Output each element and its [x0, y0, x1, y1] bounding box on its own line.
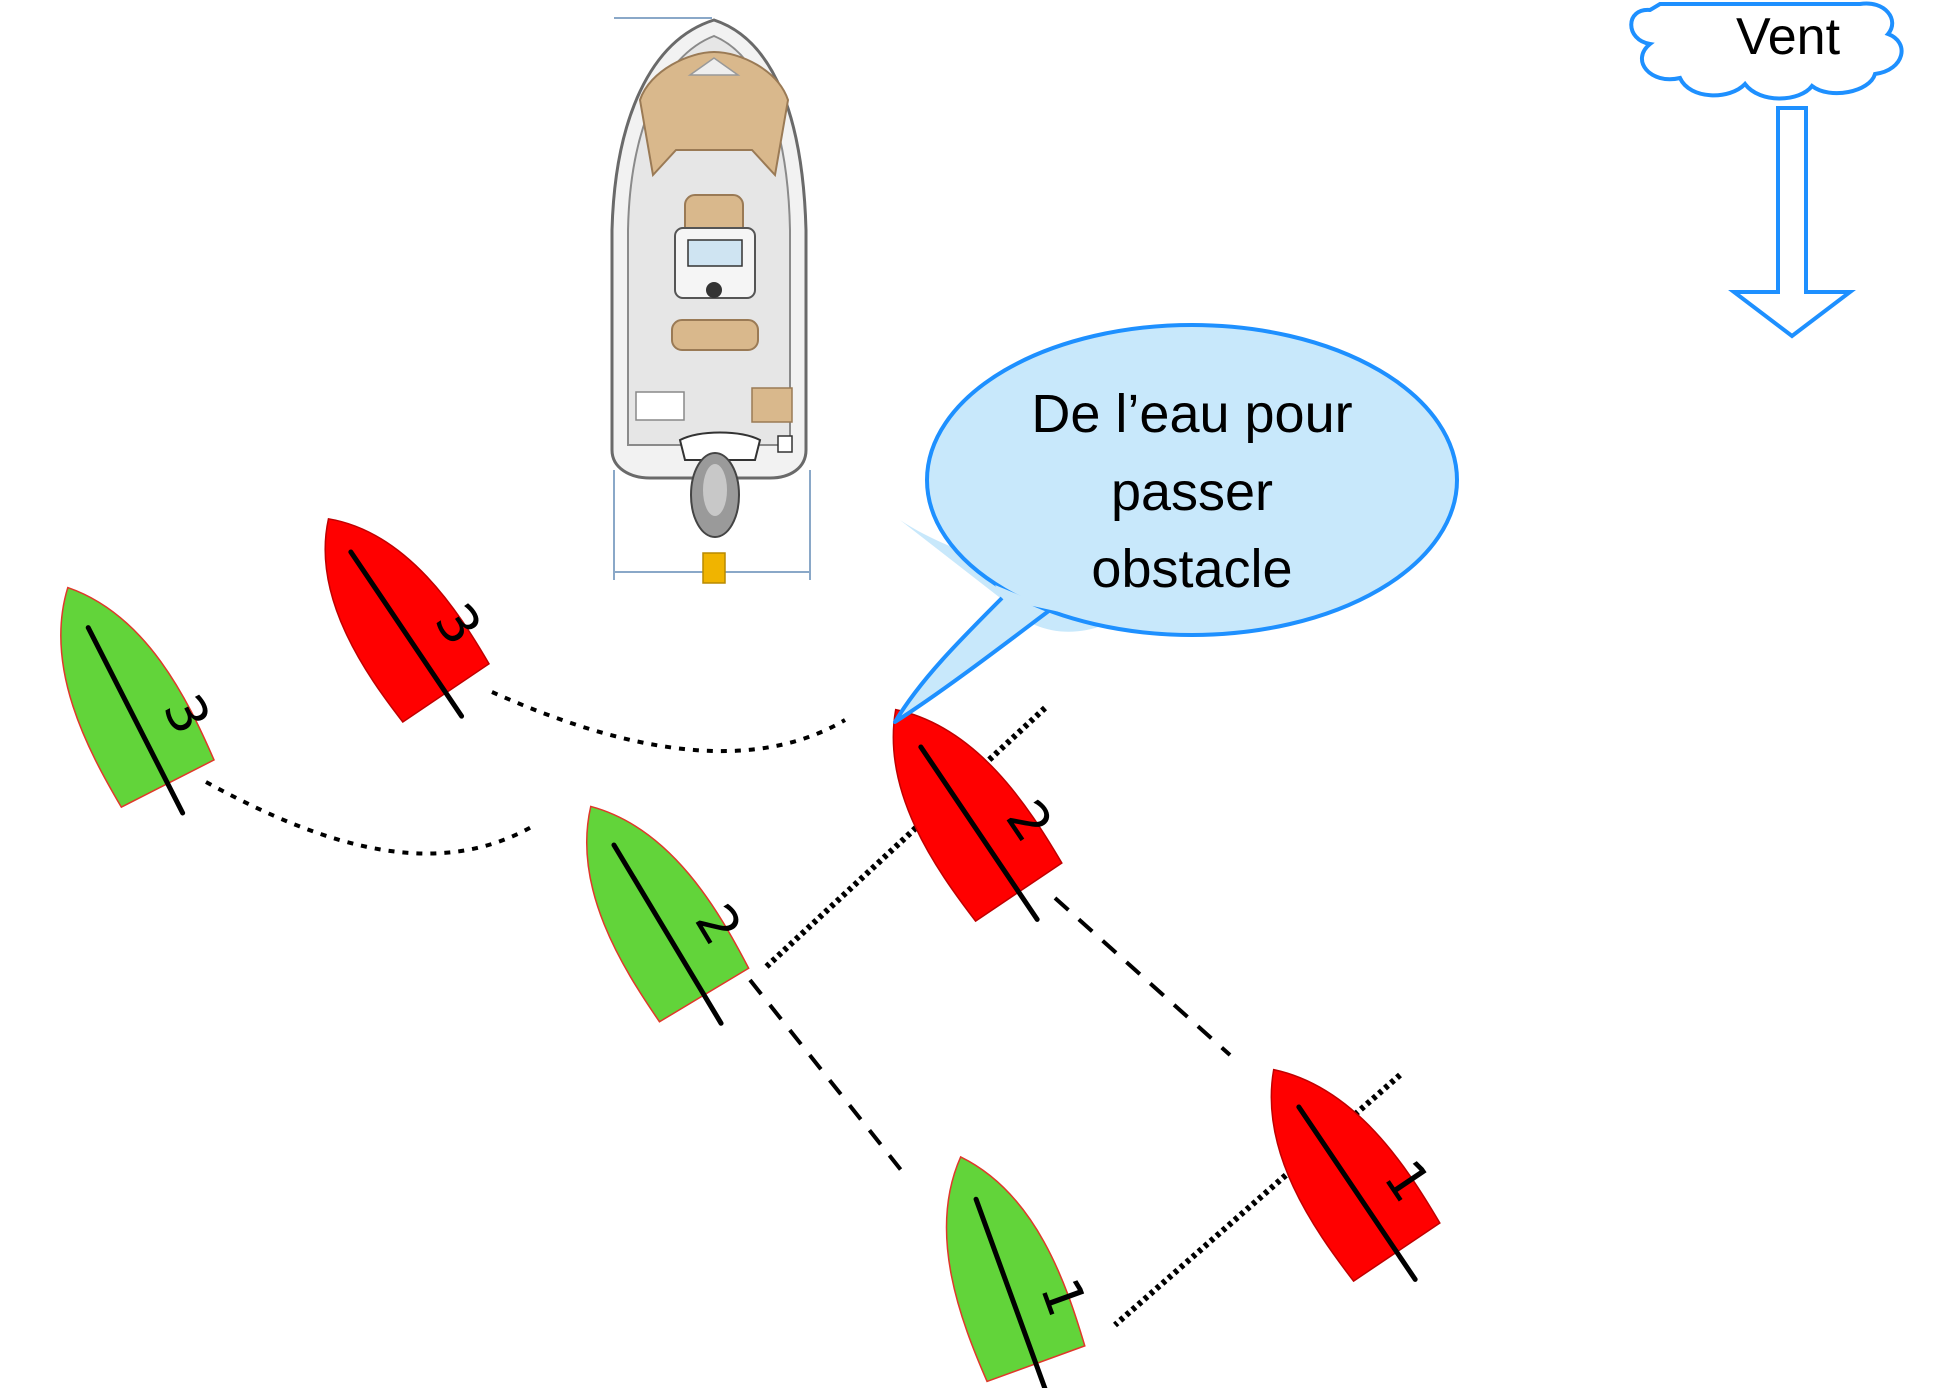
green-boat-1: 1	[910, 1130, 1123, 1388]
bubble-text-line-2: passer	[1111, 462, 1273, 522]
track-green-2-to-1	[750, 980, 905, 1175]
green-boat-3: 3	[20, 551, 254, 837]
wind-label: Vent	[1736, 8, 1841, 66]
green-boat-2: 2	[545, 765, 790, 1051]
track-green-3-to-2	[206, 782, 535, 854]
track-red-2-to-1	[1055, 898, 1230, 1055]
bubble-text-line-3: obstacle	[1091, 539, 1292, 599]
wind-arrow-icon	[1734, 108, 1850, 336]
bubble-text-line-1: De l’eau pour	[1031, 384, 1352, 444]
red-boat-1: 1	[1229, 1025, 1481, 1310]
motorboat-topview-icon	[612, 18, 810, 583]
track-red-3-to-2	[492, 692, 845, 751]
boat-tracks	[206, 692, 1400, 1325]
red-boat-3: 3	[284, 474, 528, 746]
